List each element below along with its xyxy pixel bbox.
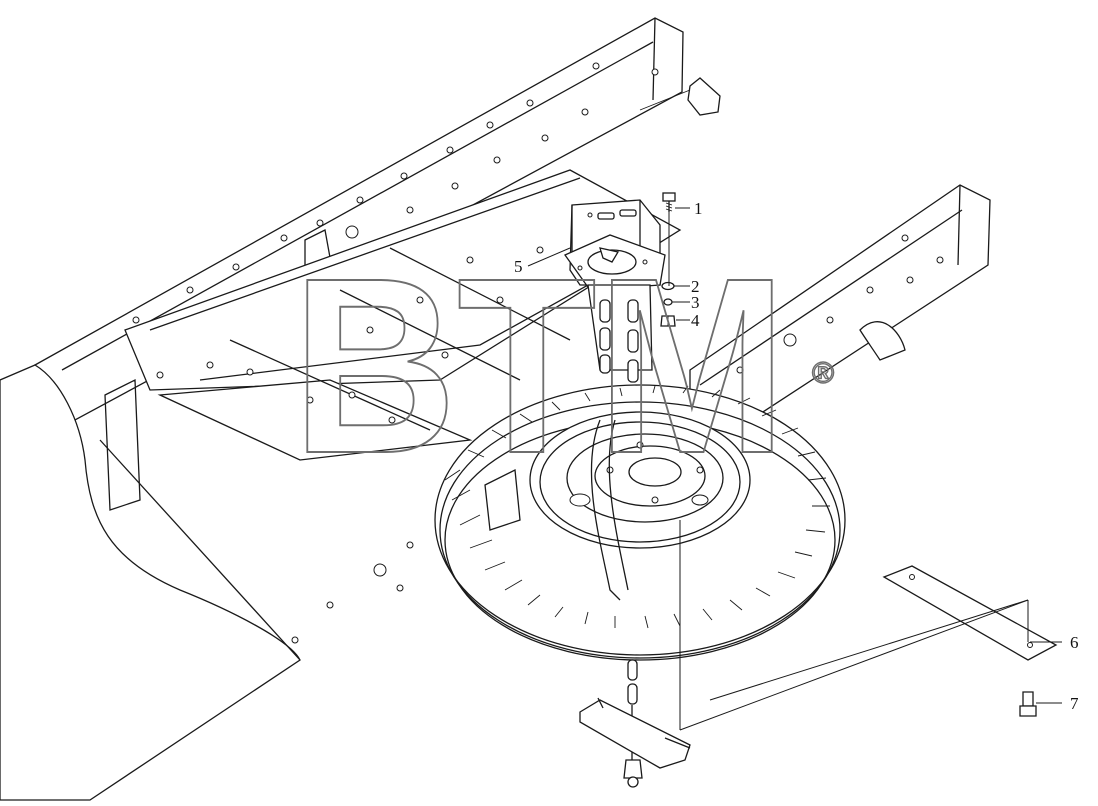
tyre-tread — [444, 385, 830, 629]
watermark-logo: BTM — [292, 226, 787, 505]
callout-4: 4 — [691, 311, 700, 330]
crossmember — [124, 169, 682, 461]
callout-7: 7 — [1070, 694, 1079, 713]
callout-3: 3 — [691, 293, 700, 312]
watermark-registered-mark: ® — [812, 357, 834, 390]
nut-4 — [660, 315, 676, 327]
spare-wheel — [434, 384, 846, 661]
bolt-1 — [662, 192, 676, 212]
support-plate — [882, 565, 1058, 661]
callout-5: 5 — [514, 257, 523, 276]
callout-6: 6 — [1070, 633, 1079, 652]
carrier-bracket — [564, 199, 666, 291]
callout-1: 1 — [694, 199, 703, 218]
bolt-7 — [1019, 691, 1037, 717]
callout-2: 2 — [691, 277, 700, 296]
lower-chain-and-cradle — [579, 659, 691, 788]
leader-lines — [527, 207, 1062, 731]
